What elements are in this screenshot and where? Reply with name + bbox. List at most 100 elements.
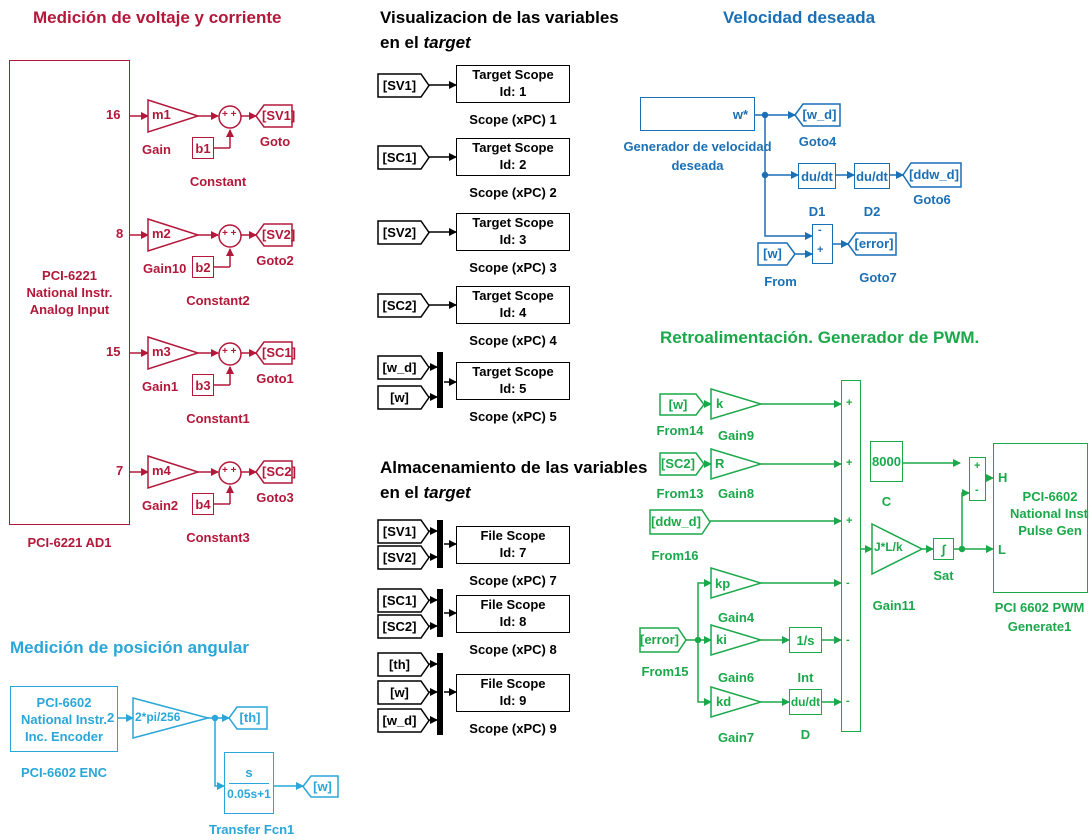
transfer-fcn-label: Transfer Fcn1 (209, 822, 295, 837)
constant-8000-block[interactable]: 8000 (870, 441, 903, 482)
integrator-block[interactable]: 1/s (789, 627, 822, 653)
file-scope-block[interactable] (456, 674, 570, 712)
constant-block[interactable]: b1 (192, 137, 214, 159)
generator-output-label: w* (732, 107, 748, 122)
pwm-sum2-block[interactable]: + - (969, 457, 986, 501)
goto7-tag[interactable]: [error] (854, 236, 894, 251)
goto-name: Goto3 (256, 490, 294, 505)
from14-tag[interactable]: [w] (668, 396, 688, 412)
gain4-value: kp (715, 576, 731, 591)
from-tag[interactable]: [w] (390, 684, 409, 700)
mux-block[interactable] (437, 520, 443, 568)
gain11-name: Gain11 (872, 598, 916, 613)
from-tag[interactable]: [SC1] (382, 592, 417, 608)
gain8-value: R (715, 456, 725, 471)
mux-block[interactable] (437, 653, 443, 735)
constant-name: Constant1 (186, 411, 250, 426)
file-scope-block[interactable] (456, 526, 570, 564)
pci-6602-encoder-block[interactable]: PCI-6602 National Instr. Inc. Encoder (10, 686, 118, 752)
gain-value: m2 (152, 226, 171, 241)
daq-line3: Analog Input (29, 302, 110, 317)
constant-block[interactable]: b4 (192, 493, 214, 515)
target-scope-block[interactable] (456, 213, 570, 251)
voltage-section-title: Medición de voltaje y corriente (33, 8, 282, 27)
scope-id: Id: 9 (499, 693, 527, 708)
pci-6602-pulse-gen-block[interactable]: H L PCI-6602 National Instr. Pulse Gen (993, 443, 1089, 593)
from-tag[interactable]: [SV1] (382, 523, 417, 539)
constant-name: Constant3 (186, 530, 250, 545)
from15-tag[interactable]: [error] (640, 632, 680, 647)
derivative-d1-block[interactable]: du/dt (798, 163, 836, 189)
velocity-error-sum-block[interactable] (812, 224, 833, 264)
pci-6221-analog-input-block[interactable]: PCI-6221 National Instr. Analog Input (9, 60, 130, 525)
scope-title: Target Scope (472, 67, 554, 82)
pulse-line2: National Instr. (1010, 506, 1089, 521)
goto-tag[interactable]: [SV2] (262, 227, 296, 242)
from-tag[interactable]: [w_d] (382, 712, 417, 728)
from-tag[interactable]: [th] (389, 656, 410, 672)
file-scope-block[interactable] (456, 595, 570, 633)
input-port-number: 16 (106, 107, 121, 122)
derivative-d-block[interactable]: du/dt (789, 689, 822, 715)
from-tag[interactable]: [SC2] (382, 297, 417, 313)
storage-section-title-line2: en el target (380, 483, 471, 502)
from-tag[interactable]: [SC2] (382, 618, 417, 634)
saturation-block[interactable]: ∫ (933, 538, 954, 560)
storage-section-title-line1: Almacenamiento de las variables (380, 458, 648, 477)
pwm-sum-sign: + (846, 515, 853, 527)
daq-line2: National Instr. (26, 285, 113, 300)
goto-tag[interactable]: [SV1] (262, 108, 296, 123)
from-tag[interactable]: [SC1] (382, 149, 417, 165)
constant-name: Constant2 (186, 293, 250, 308)
from-tag[interactable]: [SV2] (382, 549, 417, 565)
constant-block[interactable]: b3 (192, 374, 214, 396)
encoder-port-number: 2 (107, 710, 115, 725)
from-tag[interactable]: [SV2] (382, 224, 417, 240)
target-scope-block[interactable] (456, 65, 570, 103)
goto4-tag[interactable]: [w_d] (802, 107, 837, 122)
goto-tag[interactable]: [SC2] (262, 464, 296, 479)
pwm-sum-block[interactable] (841, 380, 861, 732)
pwm-sum-sign: - (846, 577, 850, 589)
from14-name: From14 (656, 423, 704, 438)
pulse-line1: PCI-6602 (1022, 489, 1078, 504)
d2-name: D2 (863, 204, 881, 219)
scope-title: File Scope (480, 676, 546, 691)
goto-th-tag[interactable]: [th] (239, 710, 261, 725)
pwm-sum-sign: - (846, 634, 850, 646)
from16-tag[interactable]: [ddw_d] (651, 514, 701, 529)
goto7-name: Goto7 (859, 270, 897, 285)
target-scope-block[interactable] (456, 286, 570, 324)
from-w-tag[interactable]: [w] (763, 246, 782, 261)
from-tag[interactable]: [SV1] (382, 77, 417, 93)
scope-id: Id: 4 (499, 305, 527, 320)
gen-label-line2: deseada (671, 158, 724, 173)
gain11-value: J*L/k (874, 540, 903, 554)
derivative-d2-block[interactable]: du/dt (854, 163, 890, 189)
goto6-tag[interactable]: [ddw_d] (909, 167, 959, 182)
scope-label: Scope (xPC) 9 (469, 721, 557, 736)
mux-block[interactable] (437, 589, 443, 637)
gen-label-line1: Generador de velocidad (623, 139, 772, 154)
scope-label: Scope (xPC) 4 (469, 333, 557, 348)
scope-title: Target Scope (472, 364, 554, 379)
target-scope-block[interactable] (456, 362, 570, 400)
mux-block[interactable] (437, 352, 443, 408)
gain8-name: Gain8 (717, 486, 755, 501)
constant-label: C (881, 494, 892, 509)
scope-label: Scope (xPC) 5 (469, 409, 557, 424)
goto-tag[interactable]: [SC1] (262, 345, 296, 360)
constant-block[interactable]: b2 (192, 256, 214, 278)
velocity-generator-block[interactable]: w* (640, 97, 755, 131)
transfer-fcn-block[interactable]: s 0.05s+1 (224, 752, 274, 814)
gain-value: m3 (152, 344, 171, 359)
tf-denominator: 0.05s+1 (227, 787, 271, 801)
scope-id: Id: 1 (499, 84, 527, 99)
pulse-label-line2: Generate1 (1007, 619, 1072, 634)
goto-w-tag[interactable]: [w] (313, 778, 332, 794)
target-scope-block[interactable] (456, 138, 570, 176)
from13-tag[interactable]: [SC2] (661, 456, 695, 471)
from-tag[interactable]: [w] (390, 389, 409, 405)
gain-value: m1 (152, 107, 171, 122)
from-tag[interactable]: [w_d] (382, 359, 417, 375)
